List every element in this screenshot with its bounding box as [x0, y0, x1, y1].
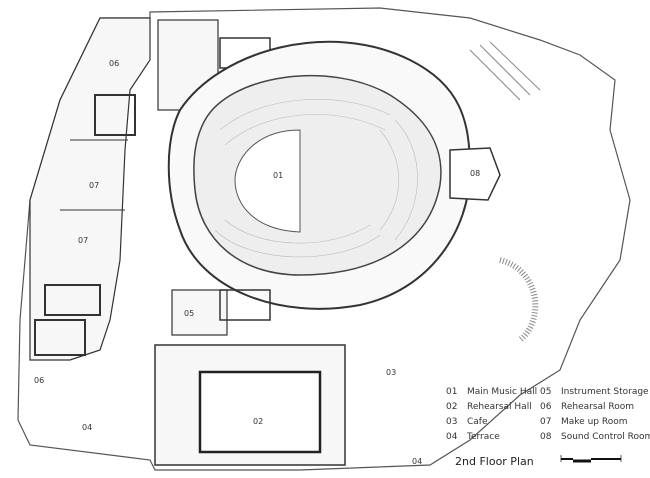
room-label: 06 [34, 376, 44, 385]
building-outline [17, 7, 631, 471]
room-label: 05 [184, 309, 194, 318]
room-label: 01 [273, 171, 283, 180]
legend-name: Instrument Storage [561, 387, 649, 397]
seating-bowl [193, 74, 442, 276]
room-label: 04 [82, 423, 92, 432]
room-block [94, 94, 136, 136]
legend-name: Sound Control Room [561, 432, 650, 442]
room-label: 07 [89, 181, 99, 190]
legend-code: 02 [446, 402, 457, 412]
room-block [44, 284, 101, 316]
room-label: 07 [78, 236, 88, 245]
stage [234, 129, 301, 233]
room-labels: 01 08 06 07 07 05 06 04 02 03 04 [34, 59, 480, 466]
west-wing [29, 17, 151, 361]
room-label: 03 [386, 368, 396, 377]
legend-code: 04 [446, 432, 458, 442]
legend-name: Rehearsal Room [561, 402, 634, 412]
legend-name: Rehearsal Hall [467, 402, 532, 412]
room-label: 02 [253, 417, 263, 426]
legend-code: 07 [540, 417, 551, 427]
legend-name: Cafe [467, 417, 488, 427]
room-block [34, 319, 86, 356]
scale-bar [560, 455, 622, 463]
legend-name: Terrace [466, 432, 500, 442]
storage-block [171, 289, 228, 336]
legend-code: 03 [446, 417, 457, 427]
room-label: 08 [470, 169, 480, 178]
seat-rows [214, 99, 418, 258]
room-label: 04 [412, 457, 422, 466]
legend-code: 01 [446, 387, 457, 397]
stair [469, 41, 541, 101]
sound-control-room [449, 147, 501, 201]
legend-code: 05 [540, 387, 551, 397]
legend-code: 06 [540, 402, 552, 412]
legend-name: Make up Room [561, 417, 627, 427]
room-label: 06 [109, 59, 119, 68]
legend: 01 Main Music Hall 02 Rehearsal Hall 03 … [446, 387, 650, 442]
plan-title: 2nd Floor Plan [455, 455, 534, 468]
legend-code: 08 [540, 432, 552, 442]
rehearsal-hall [198, 370, 322, 454]
service-block [219, 289, 271, 321]
spiral-stair [499, 257, 539, 343]
legend-name: Main Music Hall [467, 387, 537, 397]
